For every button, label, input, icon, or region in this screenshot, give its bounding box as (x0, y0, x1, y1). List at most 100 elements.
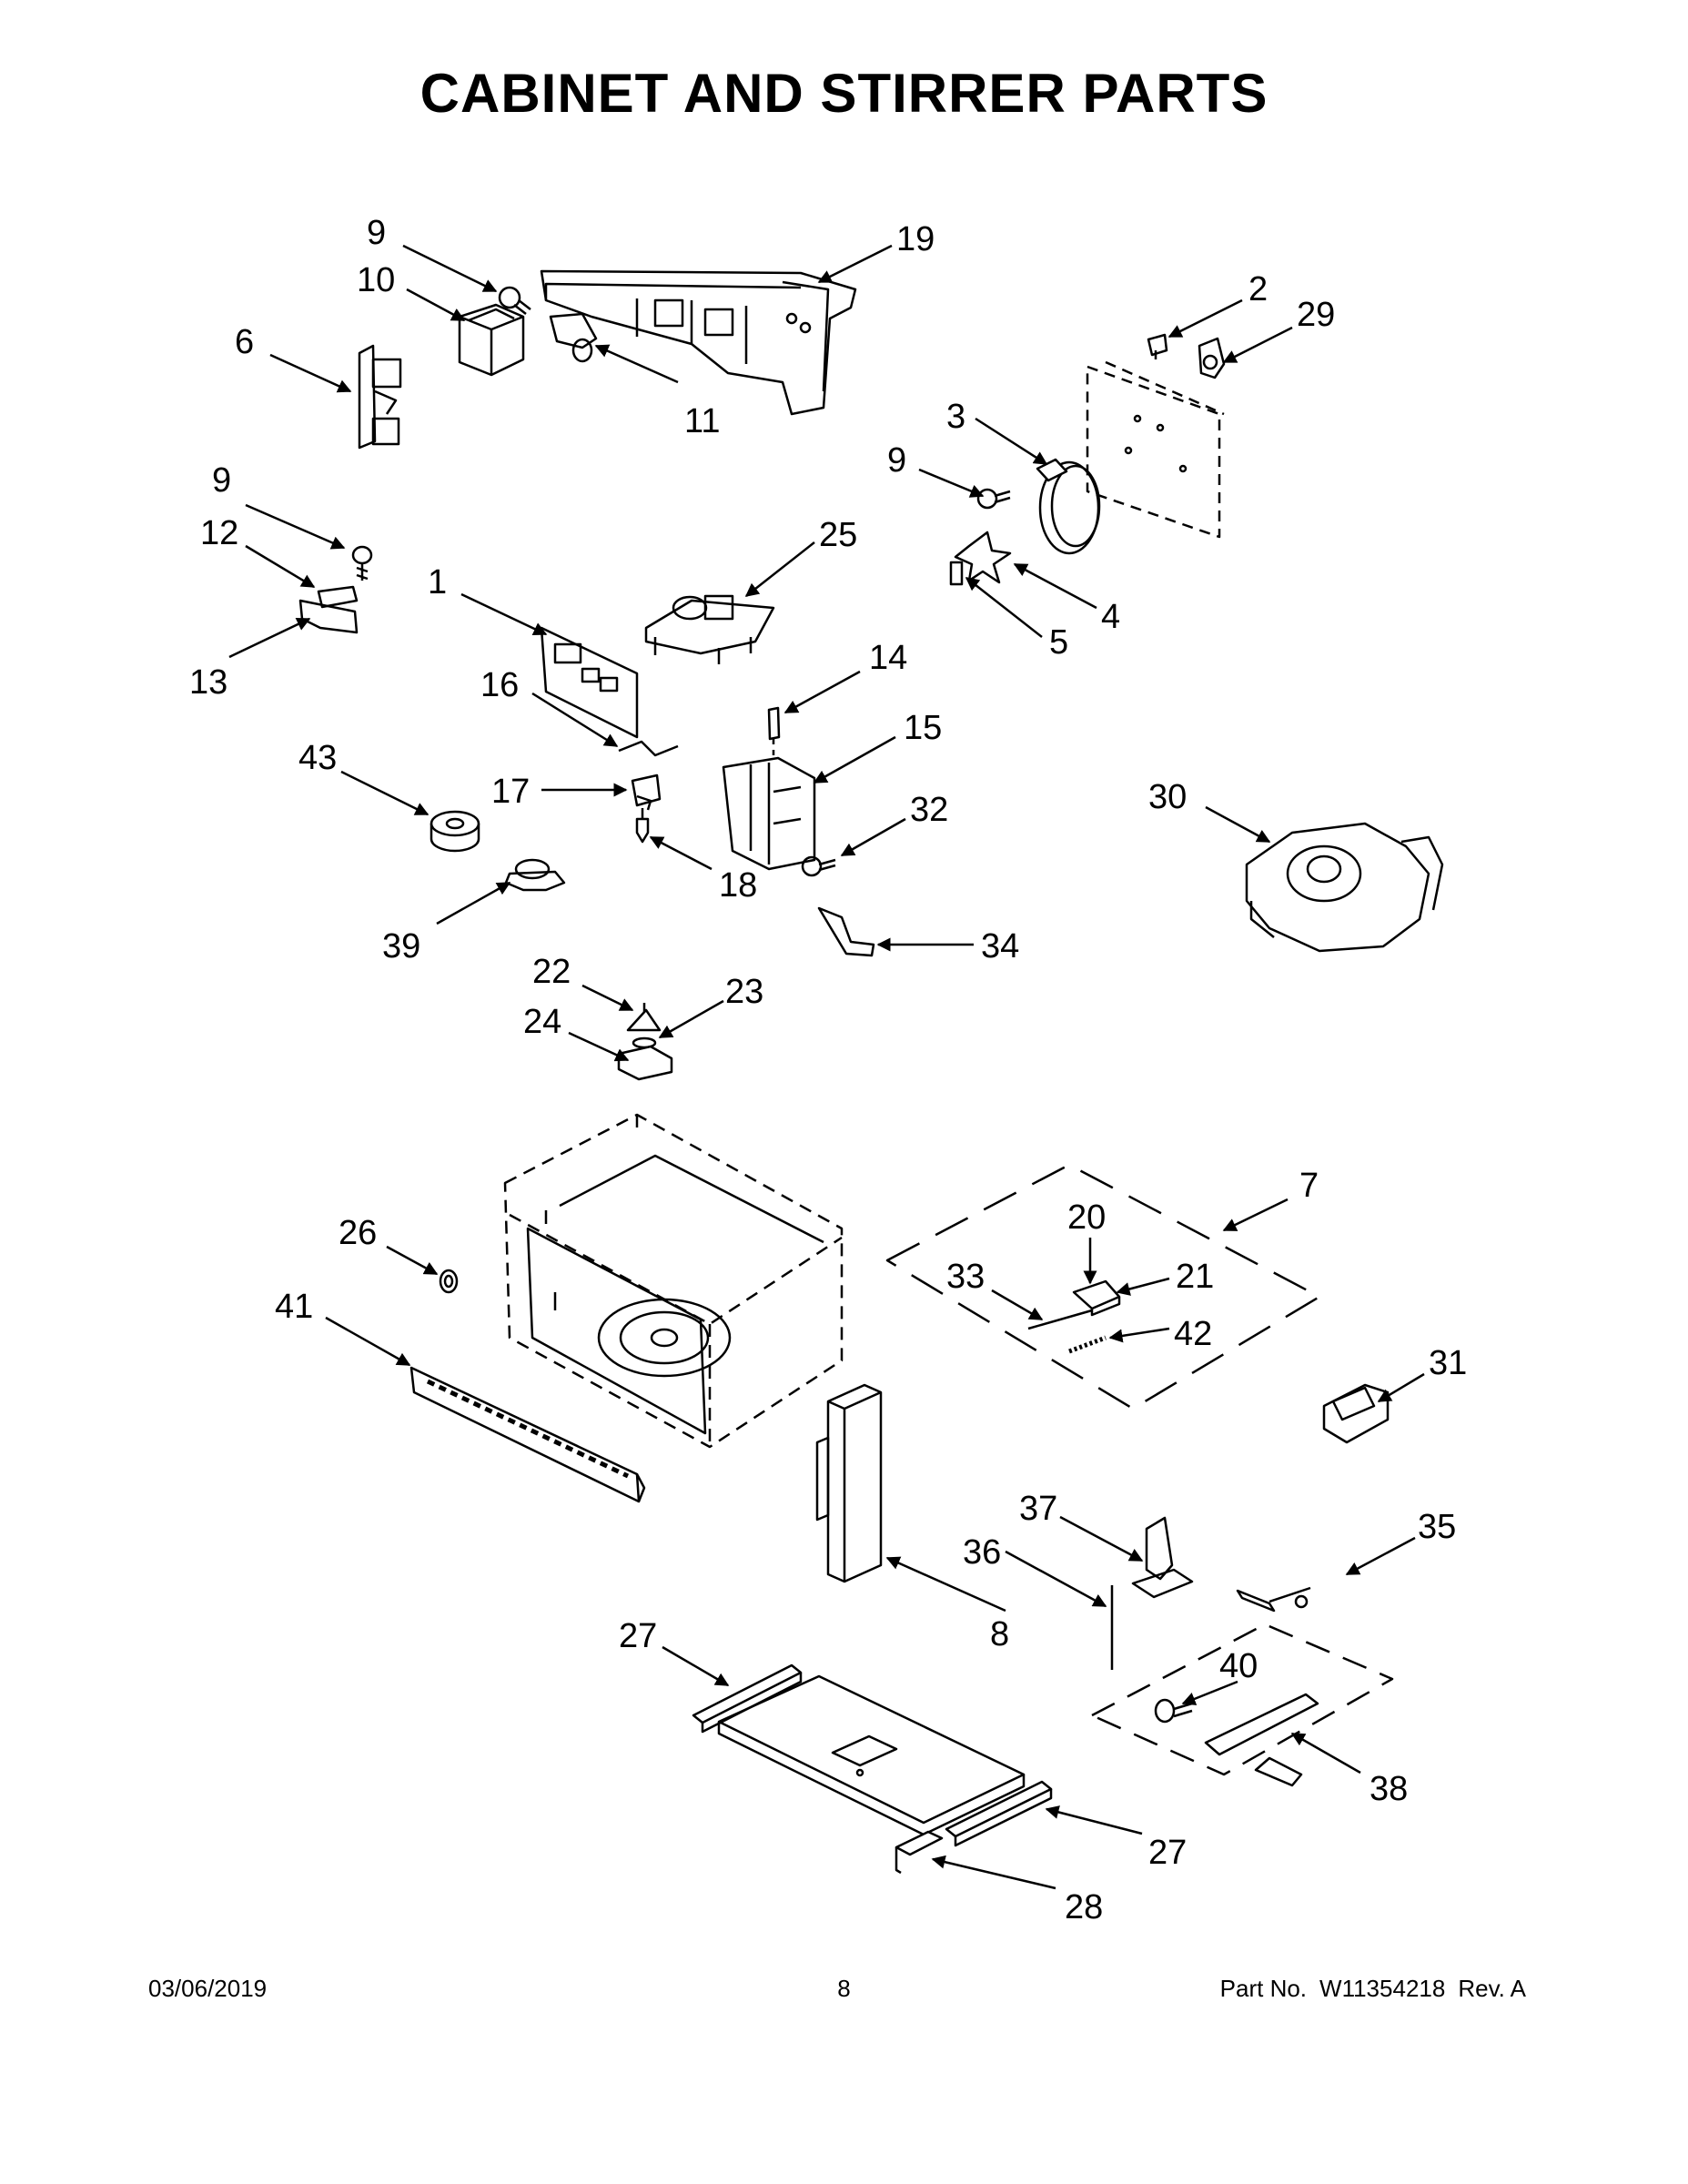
part-22-cap (626, 1003, 662, 1032)
callout-33: 33 (946, 1258, 985, 1296)
callout-40: 40 (1219, 1647, 1258, 1685)
callout-39: 39 (382, 927, 420, 966)
part-2-pin (1147, 333, 1168, 359)
callout-27: 27 (619, 1617, 657, 1655)
callout-13: 13 (189, 663, 227, 702)
part-35-group-outline (1090, 1623, 1394, 1776)
part-37-bracket (1131, 1516, 1194, 1599)
part-25-power-board (644, 594, 775, 664)
callout-4: 4 (1101, 598, 1120, 636)
callout-23: 23 (725, 973, 763, 1011)
part-17-sensor (631, 774, 662, 811)
part-11-latch (549, 312, 598, 363)
part-6-switch-bracket (358, 344, 402, 450)
part-33-shaft (1027, 1309, 1093, 1330)
part-34-bracket (817, 906, 875, 957)
callout-5: 5 (1049, 623, 1068, 662)
footer-page-number: 8 (837, 1975, 851, 2002)
callout-1: 1 (428, 563, 447, 602)
part-24-base (617, 1045, 673, 1081)
callout-9: 9 (367, 214, 386, 252)
callout-18: 18 (719, 866, 757, 905)
callout-22: 22 (532, 953, 571, 991)
part-30-blower (1245, 822, 1444, 953)
callout-6: 6 (235, 323, 254, 361)
callout-9: 9 (887, 441, 906, 480)
page-title: CABINET AND STIRRER PARTS (419, 63, 1269, 124)
callout-3: 3 (946, 398, 965, 436)
callout-15: 15 (904, 709, 942, 747)
callout-24: 24 (523, 1003, 561, 1041)
callout-9: 9 (212, 461, 231, 500)
part-12-fuse (317, 585, 359, 609)
waveguide-plate-holes (1124, 414, 1188, 473)
callout-10: 10 (357, 261, 395, 299)
part-4-stirrer-blade (954, 531, 1012, 584)
part-41-vent-grille (409, 1366, 646, 1503)
part-32-bolt (801, 855, 836, 877)
callout-16: 16 (480, 666, 519, 704)
callout-27: 27 (1148, 1834, 1187, 1872)
callout-28: 28 (1065, 1888, 1103, 1926)
part-14-thermal-cut (767, 706, 781, 755)
callout-43: 43 (298, 739, 337, 777)
part-13-fuse-holder (298, 599, 359, 634)
part-9-screw-left (351, 545, 373, 581)
callout-14: 14 (869, 639, 907, 677)
waveguide-plate (1086, 360, 1225, 539)
part-28-clip (895, 1830, 944, 1875)
cabinet-inner (526, 1154, 824, 1435)
revision-label: Rev. A (1458, 1975, 1526, 2002)
part-15-transformer (722, 756, 816, 871)
part-27-rail-left (692, 1663, 803, 1734)
callout-26: 26 (339, 1214, 377, 1252)
callout-8: 8 (990, 1615, 1009, 1653)
part-42-spring (1068, 1335, 1107, 1354)
part-10-relay (458, 303, 525, 377)
part-27-rail-right (945, 1780, 1053, 1847)
callout-11: 11 (684, 402, 720, 440)
part-9-screw-mid (976, 488, 1011, 510)
part-20-motor (1072, 1279, 1121, 1317)
cabinet-outline (503, 1113, 844, 1449)
callout-25: 25 (819, 516, 857, 554)
part-39-thermostat (504, 858, 566, 892)
part-7-group-outline (885, 1163, 1321, 1410)
footer-date: 03/06/2019 (148, 1975, 268, 2002)
callout-2: 2 (1248, 270, 1268, 308)
callout-37: 37 (1019, 1490, 1057, 1528)
callout-41: 41 (275, 1288, 313, 1326)
callout-34: 34 (981, 927, 1019, 966)
callout-35: 35 (1418, 1508, 1456, 1546)
callout-arrows (228, 244, 1425, 1890)
callout-32: 32 (910, 791, 948, 829)
callout-29: 29 (1297, 296, 1335, 334)
callout-21: 21 (1176, 1258, 1214, 1296)
part-number-prefix: Part No. (1219, 1975, 1308, 2002)
part-1-control-board (540, 626, 639, 739)
callout-19: 19 (896, 220, 935, 258)
part-3-stirrer-ring (1036, 458, 1101, 555)
part-number-value: W11354218 (1319, 1975, 1446, 2002)
part-5-clip (949, 561, 964, 586)
callout-36: 36 (963, 1533, 1001, 1572)
callout-12: 12 (200, 514, 238, 552)
callout-labels: 9 10 19 6 11 2 29 3 9 4 5 25 9 12 13 1 1… (189, 214, 1467, 1926)
callout-31: 31 (1429, 1344, 1467, 1382)
callout-42: 42 (1174, 1315, 1212, 1353)
part-43-ferrite (430, 810, 480, 853)
footer-part-number: Part No. W11354218 Rev. A (1220, 1975, 1526, 2003)
callout-20: 20 (1067, 1198, 1106, 1237)
part-19-control-bracket (540, 269, 857, 416)
part-26-grommet (439, 1269, 459, 1294)
part-16-wire (618, 740, 679, 757)
part-8-side-panel (815, 1383, 883, 1583)
part-29-clip (1198, 337, 1226, 379)
part-38-link-arm (1204, 1586, 1319, 1787)
callout-7: 7 (1299, 1167, 1319, 1205)
callout-17: 17 (491, 773, 530, 811)
callout-38: 38 (1370, 1770, 1408, 1808)
part-31-capacitor (1322, 1383, 1390, 1444)
part-18-bulb (635, 808, 650, 844)
